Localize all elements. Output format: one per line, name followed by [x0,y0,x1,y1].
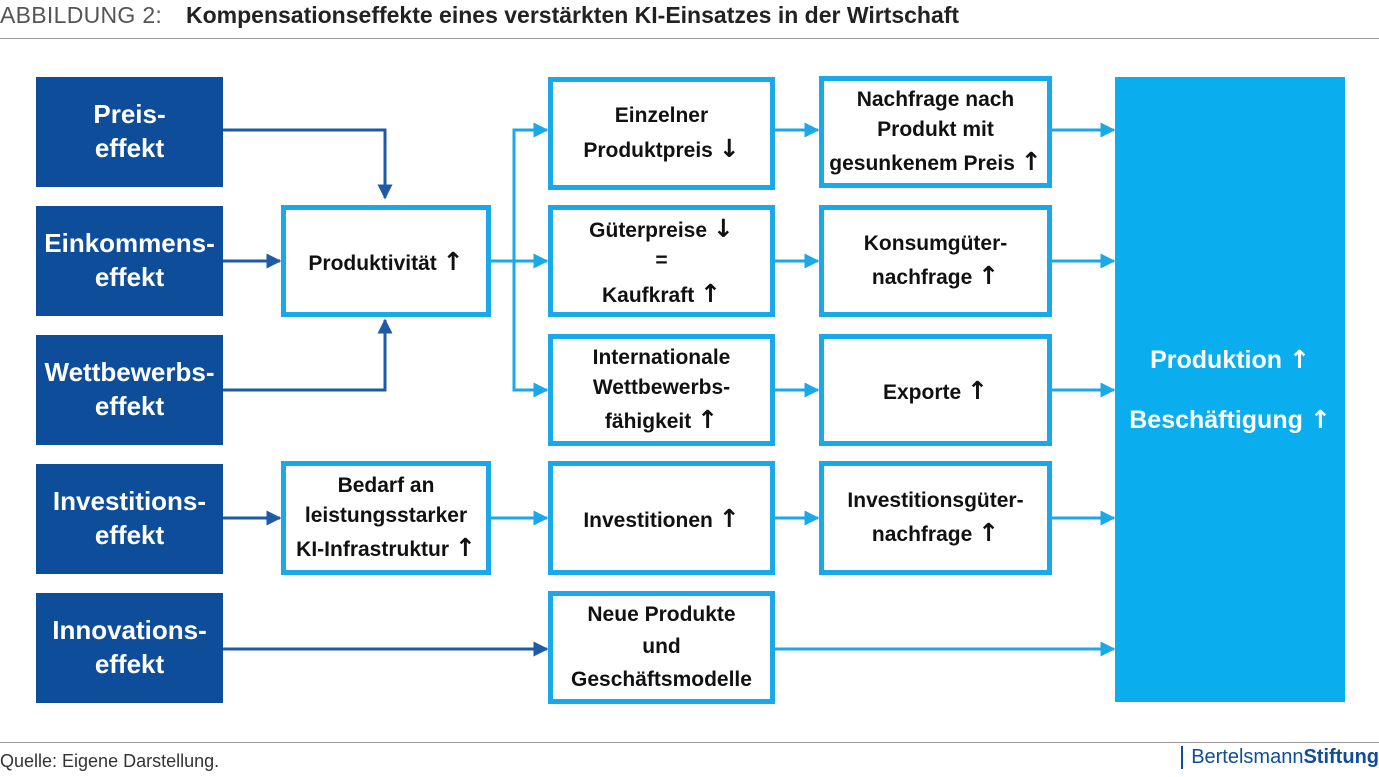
international-line2: Wettbewerbs- [592,375,731,399]
outcome-box: Produktion ↑ Beschäftigung ↑ [1115,77,1345,702]
brand-part1: Bertelsmann [1191,746,1304,768]
exporte-label: Exporte [883,380,962,404]
konsum-line2: nachfrage [871,266,973,290]
gueterpreise-line1: Güterpreise [589,219,708,243]
innovations-effekt-box: Innovations-effekt [36,593,223,703]
wettbewerbs-effekt-box: Wettbewerbs-effekt [36,335,223,445]
investitions-effekt-line2: effekt [94,520,165,550]
gueterpreise-box: Güterpreise ↓ = Kaufkraft ↑ [548,205,775,317]
figure-label: ABBILDUNG 2: [0,2,163,28]
up-arrow-icon: ↑ [978,261,1000,291]
nachfrage-line3: gesunkenem Preis [829,151,1015,175]
wettbewerbs-effekt-line1: Wettbewerbs- [44,357,215,388]
arrow-preis-produktivitaet [222,128,393,200]
up-arrow-icon: ↑ [700,278,721,308]
source-note: Quelle: Eigene Darstellung. [0,751,220,771]
bedarf-line1: Bedarf an [337,474,435,498]
investitions-effekt-box: Investitions-effekt [36,464,223,574]
innovations-effekt-line1: Innovations- [52,615,207,646]
figure-footer: Quelle: Eigene Darstellung. BertelsmannS… [0,742,1379,777]
beschaeftigung-label: Beschäftigung [1129,405,1303,434]
konsum-line1: Konsumgüter- [863,231,1008,255]
produktivitaet-label: Produktivität [308,251,437,275]
innovations-effekt-line2: effekt [94,649,165,679]
kaufkraft-label: Kaufkraft [602,283,695,307]
arrow-branch-einzelner [512,122,549,261]
nachfrage-line2: Produkt mit [877,117,994,141]
einzelner-line2: Produktpreis [583,138,713,162]
nachfrage-line1: Nachfrage nach [856,88,1015,112]
neue-line2: und [642,635,681,659]
konsumgueter-box: Konsumgüter-nachfrage ↑ [819,205,1052,317]
neue-line3: Geschäftsmodelle [571,667,752,691]
produktivitaet-box: Produktivität ↑ [281,205,491,317]
bedarf-line3: KI-Infrastruktur [296,537,450,561]
einkommens-effekt-box: Einkommens-effekt [36,206,223,316]
up-arrow-icon: ↑ [442,246,464,276]
preis-effekt-box: Preis-effekt [36,77,223,187]
investitionen-box: Investitionen ↑ [548,461,775,575]
preis-effekt-line2: effekt [94,133,165,163]
einkommens-effekt-line1: Einkommens- [44,228,215,259]
up-arrow-icon: ↑ [454,532,476,562]
invgueter-line1: Investitionsgüter- [847,488,1024,512]
investitionsgueter-box: Investitionsgüter-nachfrage ↑ [819,461,1052,575]
up-arrow-icon: ↑ [967,375,988,405]
international-line3: fähigkeit [604,409,692,433]
up-arrow-icon: ↑ [697,404,719,434]
arrow-branch-international [512,261,549,398]
up-arrow-icon: ↑ [1288,344,1310,374]
bedarf-line2: leistungsstarker [304,503,468,527]
arrow-wettbewerbs-produktivitaet [222,318,393,392]
preis-effekt-line1: Preis- [93,99,166,130]
exporte-box: Exporte ↑ [819,334,1052,446]
investitionen-label: Investitionen [583,508,713,532]
produktion-label: Produktion [1150,345,1283,374]
international-line1: Internationale [592,346,731,370]
investitions-effekt-line1: Investitions- [52,486,207,517]
figure-header: ABBILDUNG 2: Kompensationseffekte eines … [0,0,1379,39]
einzelner-line1: Einzelner [614,104,709,128]
brand-logo: BertelsmannStiftung [1181,746,1379,769]
up-arrow-icon: ↑ [718,503,740,533]
up-arrow-icon: ↑ [1020,146,1042,176]
down-arrow-icon: ↓ [718,133,740,163]
equals-sign: = [655,249,668,273]
up-arrow-icon: ↑ [1309,404,1331,434]
up-arrow-icon: ↑ [978,518,1000,548]
invgueter-line2: nachfrage [871,523,973,547]
einkommens-effekt-line2: effekt [94,262,165,292]
neue-line1: Neue Produkte [587,602,736,626]
brand-part2: Stiftung [1303,746,1379,768]
down-arrow-icon: ↓ [712,214,734,244]
wettbewerbs-effekt-line2: effekt [94,391,165,421]
figure-title: Kompensationseffekte eines verstärkten K… [186,2,960,28]
